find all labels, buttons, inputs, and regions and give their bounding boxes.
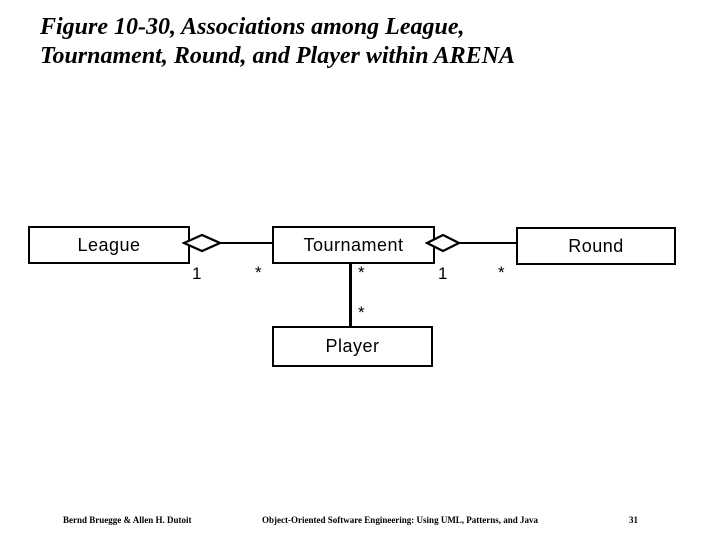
slide-title-line-1: Figure 10-30, Associations among League, bbox=[40, 14, 465, 40]
aggregation-diamond-icon bbox=[425, 233, 461, 253]
multiplicity-tournament-bottom-end: * bbox=[358, 263, 365, 282]
multiplicity-player-end: * bbox=[358, 303, 365, 322]
uml-class-league: League bbox=[28, 226, 190, 264]
uml-class-player-label: Player bbox=[325, 336, 380, 356]
footer-book-title: Object-Oriented Software Engineering: Us… bbox=[262, 515, 539, 525]
uml-class-league-label: League bbox=[77, 234, 141, 255]
footer-page-number: 31 bbox=[629, 515, 638, 525]
uml-class-tournament-label: Tournament bbox=[303, 234, 404, 255]
uml-class-tournament: Tournament bbox=[272, 226, 435, 264]
footer-authors: Bernd Bruegge & Allen H. Dutoit bbox=[63, 515, 192, 525]
aggregation-diamond-icon bbox=[182, 233, 222, 253]
multiplicity-league-end: 1 bbox=[192, 264, 202, 283]
uml-class-player: Player bbox=[272, 326, 433, 367]
association-line-league-tournament bbox=[188, 242, 272, 244]
association-line-tournament-player bbox=[349, 264, 352, 326]
slide-title-line-2: Tournament, Round, and Player within ARE… bbox=[40, 43, 516, 69]
slide-title: Figure 10-30, Associations among League,… bbox=[40, 13, 660, 71]
multiplicity-round-end: * bbox=[498, 263, 505, 282]
multiplicity-tournament-right-end: 1 bbox=[438, 264, 448, 283]
uml-class-round: Round bbox=[516, 227, 676, 265]
multiplicity-tournament-left-end: * bbox=[255, 263, 262, 282]
uml-class-round-label: Round bbox=[568, 235, 624, 256]
association-line-tournament-round bbox=[435, 242, 516, 244]
